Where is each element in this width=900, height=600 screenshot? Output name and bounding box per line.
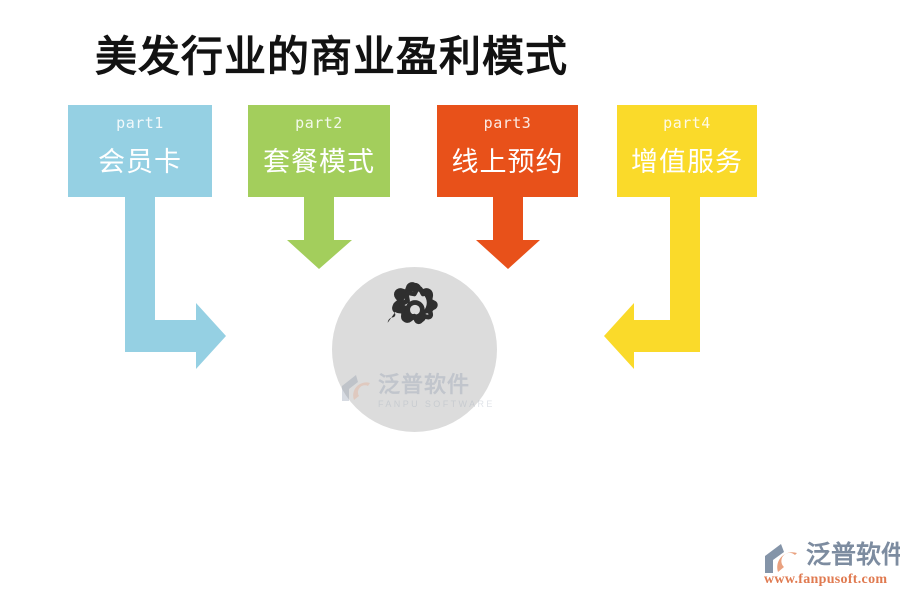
part-box-4[interactable]: part4 增值服务 [617, 105, 757, 197]
part-title-4: 增值服务 [631, 147, 743, 177]
gear-icon [387, 282, 438, 325]
part-label-2: part2 [295, 114, 343, 132]
arrow-part2 [287, 197, 352, 269]
part-box-1[interactable]: part1 会员卡 [68, 105, 212, 197]
part-box-2[interactable]: part2 套餐模式 [248, 105, 390, 197]
page-title: 美发行业的商业盈利模式 [95, 35, 569, 81]
part-label-4: part4 [663, 114, 711, 132]
part-label-3: part3 [483, 114, 532, 132]
part-box-3[interactable]: part3 线上预约 [437, 105, 578, 197]
part-title-2: 套餐模式 [263, 147, 375, 177]
arrow-part1 [125, 197, 226, 369]
part-label-1: part1 [116, 114, 164, 132]
part-title-1: 会员卡 [98, 147, 182, 177]
brand-url: www.fanpusoft.com [764, 572, 888, 587]
fanpu-logo-mark-watermark [342, 375, 370, 401]
hub-watermark-cn: 泛普软件 [378, 372, 471, 397]
hub-watermark: 泛普软件 FANPU SOFTWARE [340, 372, 492, 416]
fanpu-logo-mark [765, 544, 797, 573]
hub-watermark-en: FANPU SOFTWARE [378, 399, 495, 409]
part-title-3: 线上预约 [451, 147, 564, 177]
arrow-part4 [604, 197, 700, 369]
brand-name-cn: 泛普软件 [806, 541, 900, 569]
arrow-part3 [476, 197, 540, 269]
brand-logo: 泛普软件 www.fanpusoft.com [762, 540, 900, 588]
